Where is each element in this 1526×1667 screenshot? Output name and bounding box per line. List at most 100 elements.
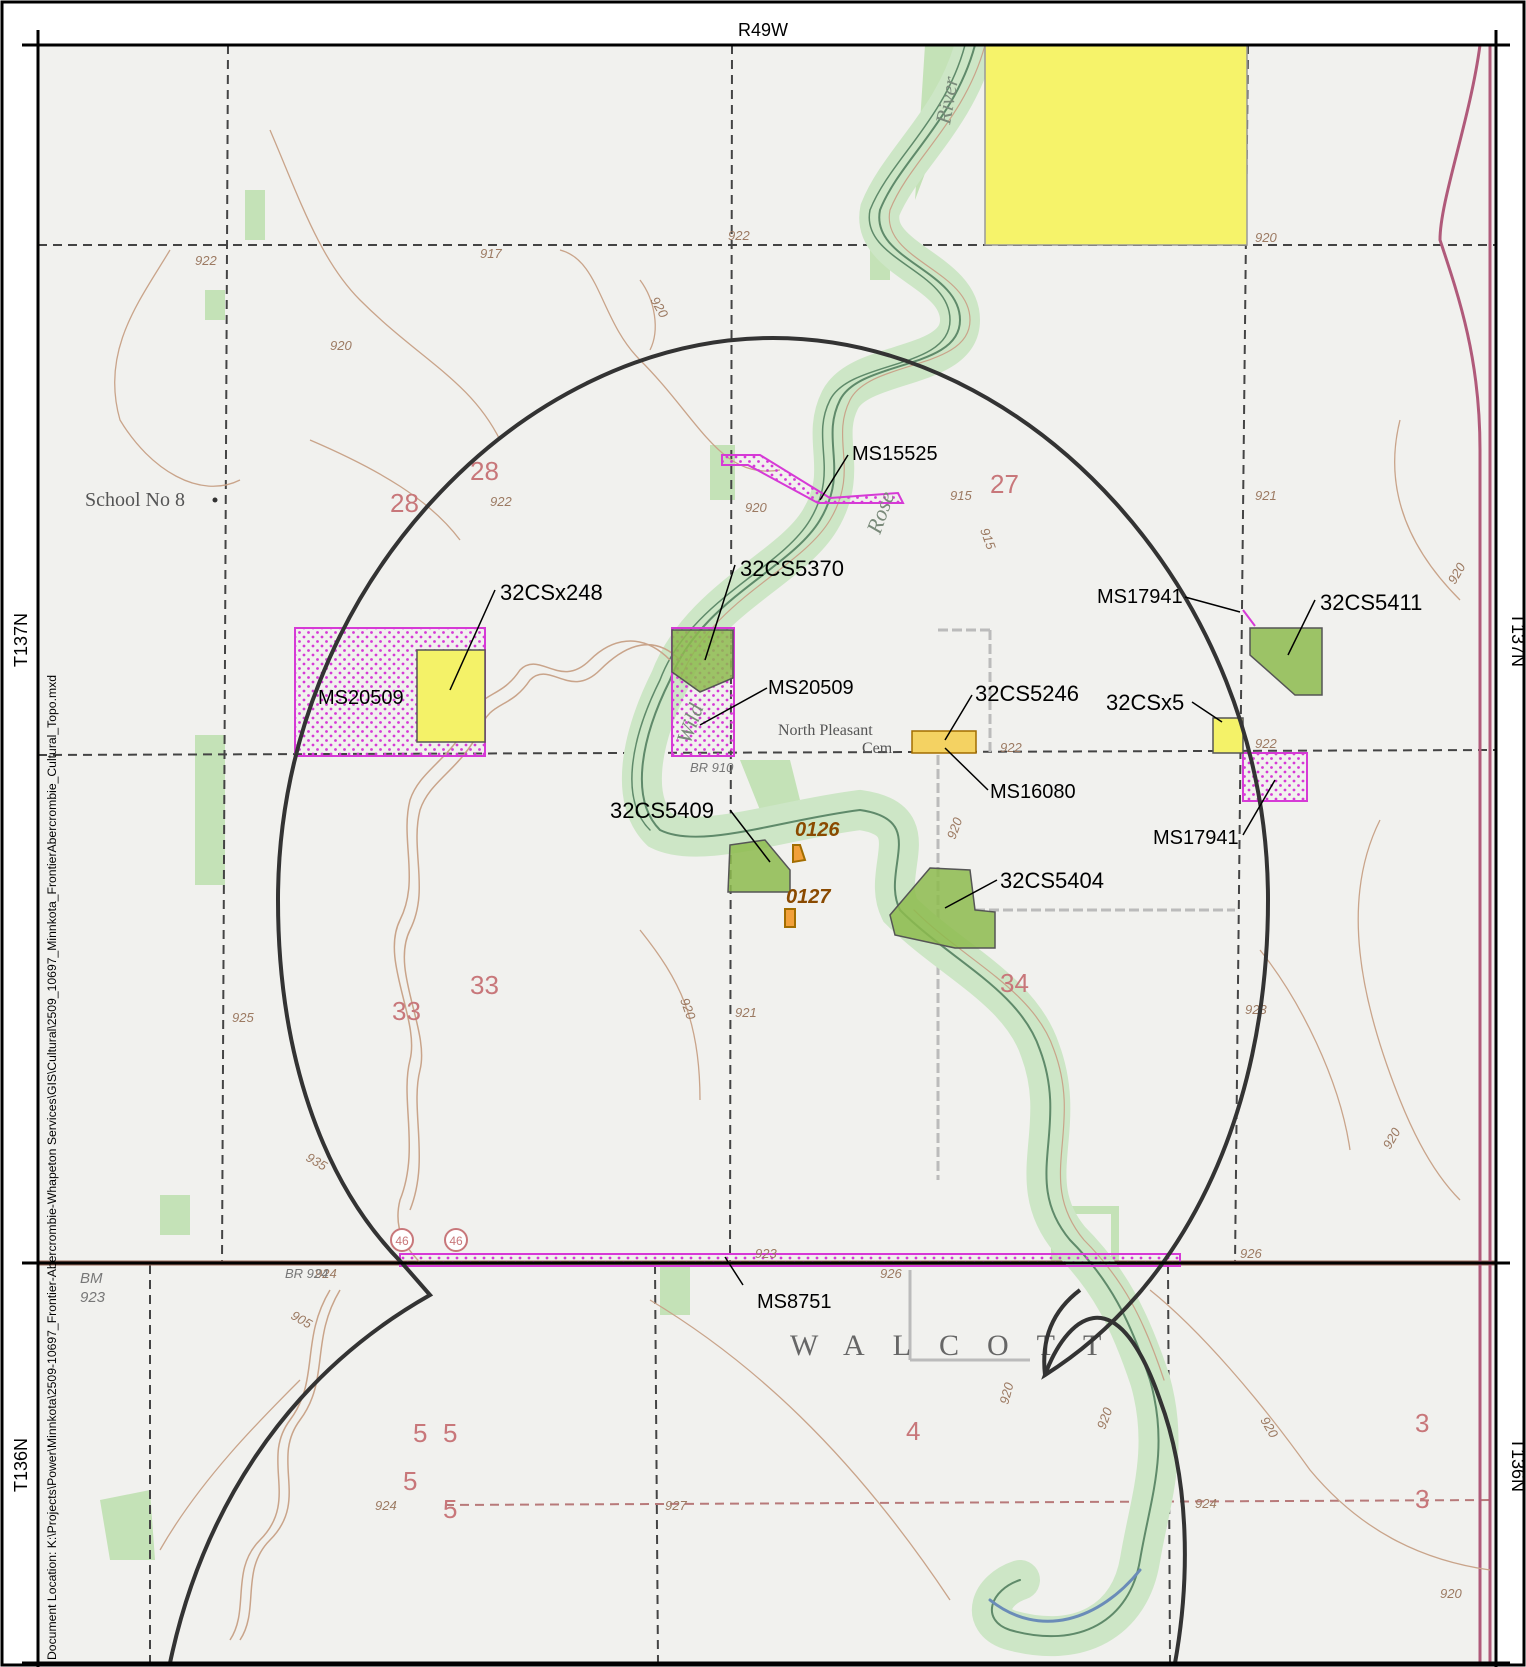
32cs5246-label: 32CS5246 bbox=[975, 681, 1079, 706]
32cs5409-label: 32CS5409 bbox=[610, 798, 714, 823]
benchmark-label-line2: 923 bbox=[80, 1289, 106, 1306]
range-label: R49W bbox=[738, 20, 788, 40]
study-area-boundary bbox=[168, 335, 1271, 1664]
ms15525-area bbox=[721, 454, 905, 504]
section-number: 5 bbox=[413, 1418, 427, 1448]
isolate-finds bbox=[784, 844, 807, 928]
ms8751-label: MS8751 bbox=[757, 1291, 832, 1313]
isolate-0126-marker bbox=[792, 844, 807, 864]
road-label: BR 910 bbox=[690, 760, 734, 775]
river-valley bbox=[621, 45, 1179, 1657]
elevation-label: 923 bbox=[1245, 1002, 1267, 1017]
elevation-label: 923 bbox=[755, 1246, 777, 1261]
route-shield-46: 46 bbox=[449, 1234, 463, 1248]
township-label-south-left: T136N bbox=[11, 1438, 31, 1492]
s32cs5411-area bbox=[1249, 627, 1323, 696]
s32csx5-area bbox=[1212, 717, 1244, 754]
school-label: School No 8 bbox=[85, 489, 185, 511]
ms16080-label: MS16080 bbox=[990, 781, 1076, 803]
elevation-label: 915 bbox=[950, 488, 972, 503]
tributary bbox=[229, 640, 681, 1641]
elevation-label: 926 bbox=[1240, 1246, 1262, 1261]
elevation-label: 920 bbox=[996, 1380, 1016, 1406]
elevation-label: 920 bbox=[745, 500, 767, 515]
section-number: 5 bbox=[403, 1466, 417, 1496]
frame bbox=[22, 30, 1510, 1667]
section-number: 27 bbox=[990, 469, 1019, 499]
section-grid bbox=[38, 45, 1496, 1663]
s32cs5404-area bbox=[889, 867, 996, 949]
ms15525-label: MS15525 bbox=[852, 443, 938, 465]
32cs5404-label: 32CS5404 bbox=[1000, 868, 1104, 893]
section-number: 33 bbox=[470, 970, 499, 1000]
elevation-label: 922 bbox=[1000, 740, 1022, 755]
elevation-label: 922 bbox=[728, 228, 750, 243]
ms20509-west-label: MS20509 bbox=[318, 687, 404, 709]
ms17941-north-label: MS17941 bbox=[1097, 586, 1183, 608]
elevation-label: 922 bbox=[490, 494, 512, 509]
elevation-label: 920 bbox=[1255, 230, 1277, 245]
contours bbox=[114, 129, 1491, 1601]
elevation-label: 924 bbox=[375, 1498, 397, 1513]
s32csx248-area bbox=[416, 649, 486, 743]
32cs5411-label: 32CS5411 bbox=[1320, 590, 1422, 615]
school-marker bbox=[212, 497, 218, 503]
elevation-label: 925 bbox=[232, 1010, 254, 1025]
elevation-label: 927 bbox=[665, 1498, 687, 1513]
section-number: 5 bbox=[443, 1418, 457, 1448]
road-label: BR 924 bbox=[285, 1266, 328, 1281]
section-number: 28 bbox=[390, 488, 419, 518]
section-number: 4 bbox=[906, 1416, 920, 1446]
benchmark-label-line1: BM bbox=[80, 1270, 103, 1287]
yellow-survey-block-ne bbox=[984, 45, 1248, 246]
32csx5-label: 32CSx5 bbox=[1106, 690, 1184, 715]
township-label-south-right: T136N bbox=[1508, 1438, 1526, 1492]
base-map: 28 28 27 33 33 34 5 5 5 5 4 3 3 917 922 … bbox=[38, 45, 1496, 1663]
elevation-label: 915 bbox=[977, 526, 999, 552]
township-label-north-left: T137N bbox=[11, 613, 31, 667]
township-label-north-right: T137N bbox=[1508, 613, 1526, 667]
elevation-label: 920 bbox=[677, 996, 699, 1022]
elevation-label: 922 bbox=[195, 253, 217, 268]
32cs5370-label: 32CS5370 bbox=[740, 556, 844, 581]
cemetery-label-line2: Cem bbox=[862, 740, 893, 757]
elevation-label: 926 bbox=[880, 1266, 902, 1281]
ms20509-mid-label: MS20509 bbox=[768, 677, 854, 699]
s32cs5370-area bbox=[671, 629, 734, 693]
elevation-label: 917 bbox=[480, 246, 502, 261]
yellow-areas bbox=[416, 45, 1248, 754]
elevation-label: 924 bbox=[315, 1266, 337, 1281]
section-number: 3 bbox=[1415, 1484, 1429, 1514]
section-number: 33 bbox=[392, 996, 421, 1026]
section-number: 34 bbox=[1000, 968, 1029, 998]
township-name: WALCOTT bbox=[790, 1329, 1129, 1362]
elevation-label: 924 bbox=[1195, 1496, 1217, 1511]
leader-lines bbox=[449, 454, 1316, 1286]
elevation-label: 921 bbox=[735, 1005, 757, 1020]
isolate-0127-label: 0127 bbox=[786, 886, 831, 908]
site-polygons bbox=[671, 627, 1323, 949]
section-number: 5 bbox=[443, 1494, 457, 1524]
elevation-label: 920 bbox=[1094, 1405, 1116, 1431]
elevation-label: 922 bbox=[1255, 736, 1277, 751]
document-location-text: Document Location: K:\Projects\Power\Min… bbox=[45, 675, 59, 1660]
s32cs5246-area bbox=[911, 730, 977, 754]
elevation-label: 920 bbox=[330, 338, 352, 353]
s32cs5409-area bbox=[727, 839, 791, 893]
road-shields: 46 46 BR 924 BR 910 bbox=[285, 760, 734, 1281]
isolate-0126-label: 0126 bbox=[795, 819, 840, 841]
route-shield-46: 46 bbox=[395, 1234, 409, 1248]
isolate-0127-marker bbox=[784, 908, 796, 928]
site-labels: MS15525 32CS5370 32CSx248 MS20509 MS2050… bbox=[318, 443, 1422, 1313]
elevation-label: 920 bbox=[1440, 1586, 1462, 1601]
ms17941-south-label: MS17941 bbox=[1153, 827, 1239, 849]
elevation-label: 921 bbox=[1255, 488, 1277, 503]
elevation-labels: 917 922 920 920 920 922 922 920 915 915 … bbox=[195, 228, 1469, 1601]
section-numbers: 28 28 27 33 33 34 5 5 5 5 4 3 3 bbox=[390, 456, 1429, 1524]
cemetery-label-line1: North Pleasant bbox=[778, 722, 873, 739]
32csx248-label: 32CSx248 bbox=[500, 580, 603, 605]
study-area-inner-notch bbox=[1042, 1288, 1082, 1376]
section-number: 3 bbox=[1415, 1408, 1429, 1438]
elevation-label: 920 bbox=[944, 815, 966, 841]
